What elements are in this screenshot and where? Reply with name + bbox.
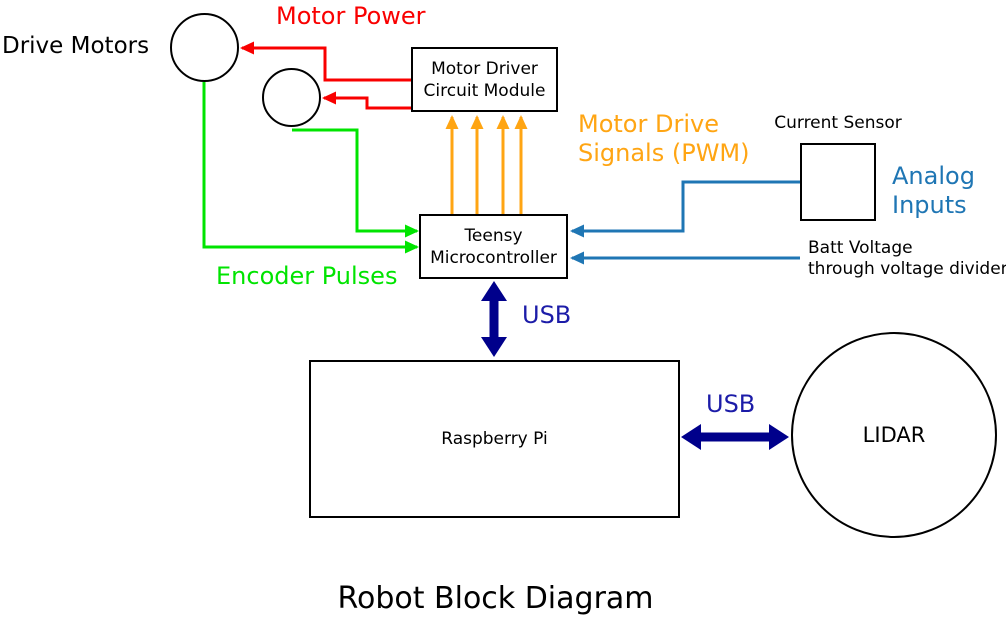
usb-label-pi-lidar: USB (706, 390, 756, 418)
motor-power-label: Motor Power (276, 2, 426, 30)
teensy-label-line2: Microcontroller (430, 247, 557, 268)
current-sensor-label: Current Sensor (774, 113, 902, 133)
analog-inputs-line1: Analog (892, 162, 975, 190)
analog-inputs-line2: Inputs (892, 191, 967, 219)
motor-driver-box: Motor Driver Circuit Module (411, 47, 558, 112)
motor-drive-signals-label: Motor Drive Signals (PWM) (578, 110, 750, 168)
motor-driver-label-line2: Circuit Module (423, 80, 546, 101)
usb-label-teensy-pi: USB (522, 301, 572, 329)
teensy-box: Teensy Microcontroller (419, 214, 568, 279)
analog-inputs-label: Analog Inputs (892, 162, 975, 220)
motor-drive-signals-line1: Motor Drive (578, 110, 719, 138)
motor-driver-label-line1: Motor Driver (431, 58, 538, 79)
raspberry-pi-box: Raspberry Pi (309, 360, 680, 518)
current-sensor-box (800, 143, 876, 221)
batt-voltage-label: Batt Voltage through voltage divider (808, 238, 1006, 280)
encoder-pulses-label: Encoder Pulses (216, 262, 398, 290)
batt-voltage-line2: through voltage divider (808, 259, 1006, 279)
diagram-title: Robot Block Diagram (337, 581, 654, 616)
lidar-circle: LIDAR (791, 332, 997, 538)
drive-motors-label: Drive Motors (2, 33, 150, 59)
lidar-label: LIDAR (862, 423, 926, 447)
pwm-signal-arrows (445, 115, 528, 214)
analog-input-arrows (570, 180, 800, 265)
encoder-pulse-arrows (202, 82, 419, 254)
batt-voltage-line1: Batt Voltage (808, 238, 913, 258)
teensy-label-line1: Teensy (464, 225, 523, 246)
drive-motor-circle-large (170, 13, 239, 82)
raspberry-pi-label: Raspberry Pi (441, 429, 548, 449)
motor-drive-signals-line2: Signals (PWM) (578, 139, 750, 167)
motor-power-arrows (240, 41, 412, 110)
usb-arrow-teensy-pi (481, 281, 507, 357)
usb-arrow-pi-lidar (681, 424, 789, 450)
drive-motor-circle-small (262, 68, 321, 127)
